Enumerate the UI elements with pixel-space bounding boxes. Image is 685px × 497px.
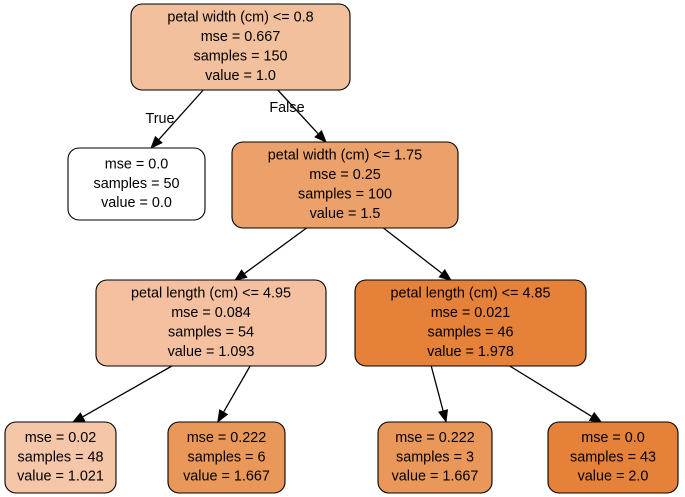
tree-edge-left [150,89,204,149]
node-text-line: samples = 43 [570,449,656,465]
node-text-line: petal width (cm) <= 0.8 [167,10,313,26]
node-text-line: mse = 0.222 [187,430,267,446]
tree-edge-right [509,365,603,423]
tree-node-n8[interactable]: mse = 0.0 samples = 43 value = 2.0 [547,421,679,494]
node-text-line: samples = 50 [94,176,180,192]
node-text-line: mse = 0.0 [581,430,645,446]
tree-edge-left [234,227,307,281]
node-text-line: value = 1.667 [392,469,479,485]
node-text-line: samples = 54 [168,324,254,340]
node-text-line: mse = 0.084 [171,305,251,321]
node-text-line: mse = 0.222 [395,430,475,446]
tree-node-n0[interactable]: petal width (cm) <= 0.8 mse = 0.667 sample… [130,3,351,91]
edge-labels-layer: True False [145,100,304,127]
node-text-line: samples = 6 [188,449,266,465]
node-text-line: value = 1.093 [168,344,255,360]
node-text-line: value = 1.5 [310,206,381,222]
node-text-line: mse = 0.25 [309,167,381,183]
node-text-line: value = 2.0 [578,469,649,485]
tree-node-n1[interactable]: mse = 0.0 samples = 50 value = 0.0 [67,147,206,221]
node-text-line: samples = 100 [298,186,392,202]
edge-label-right: False [269,100,304,116]
tree-node-n5[interactable]: mse = 0.02 samples = 48 value = 1.021 [4,421,117,494]
nodes-layer: petal width (cm) <= 0.8 mse = 0.667 sample… [4,3,679,494]
node-text-line: petal length (cm) <= 4.85 [391,286,551,302]
node-text-line: value = 1.978 [427,344,514,360]
node-text-line: value = 1.0 [205,68,276,84]
node-text-line: petal length (cm) <= 4.95 [131,286,291,302]
node-text-line: mse = 0.02 [25,430,97,446]
tree-edge-left [430,365,449,423]
tree-edge-right [217,365,251,423]
node-text-line: mse = 0.0 [105,156,169,172]
tree-node-n4[interactable]: petal length (cm) <= 4.85 mse = 0.021 samp… [354,279,587,367]
edges-layer [71,89,603,423]
node-text-line: value = 1.667 [183,469,270,485]
node-text-line: samples = 46 [428,324,514,340]
node-text-line: samples = 48 [18,449,104,465]
tree-edge-right [383,227,453,281]
tree-edge-right [277,89,327,143]
tree-edge-left [71,365,173,423]
node-text-line: value = 0.0 [101,195,172,211]
tree-node-n3[interactable]: petal length (cm) <= 4.95 mse = 0.084 samp… [95,279,327,367]
tree-node-n6[interactable]: mse = 0.222 samples = 6 value = 1.667 [167,421,286,494]
edge-label-left: True [145,111,174,127]
node-text-line: mse = 0.667 [201,29,281,45]
tree-node-n7[interactable]: mse = 0.222 samples = 3 value = 1.667 [377,421,493,494]
node-text-line: petal width (cm) <= 1.75 [268,148,422,164]
node-text-line: mse = 0.021 [431,305,511,321]
node-text-line: samples = 3 [396,449,474,465]
node-text-line: samples = 150 [194,48,288,64]
node-text-line: value = 1.021 [17,469,104,485]
tree-node-n2[interactable]: petal width (cm) <= 1.75 mse = 0.25 sample… [231,141,459,229]
